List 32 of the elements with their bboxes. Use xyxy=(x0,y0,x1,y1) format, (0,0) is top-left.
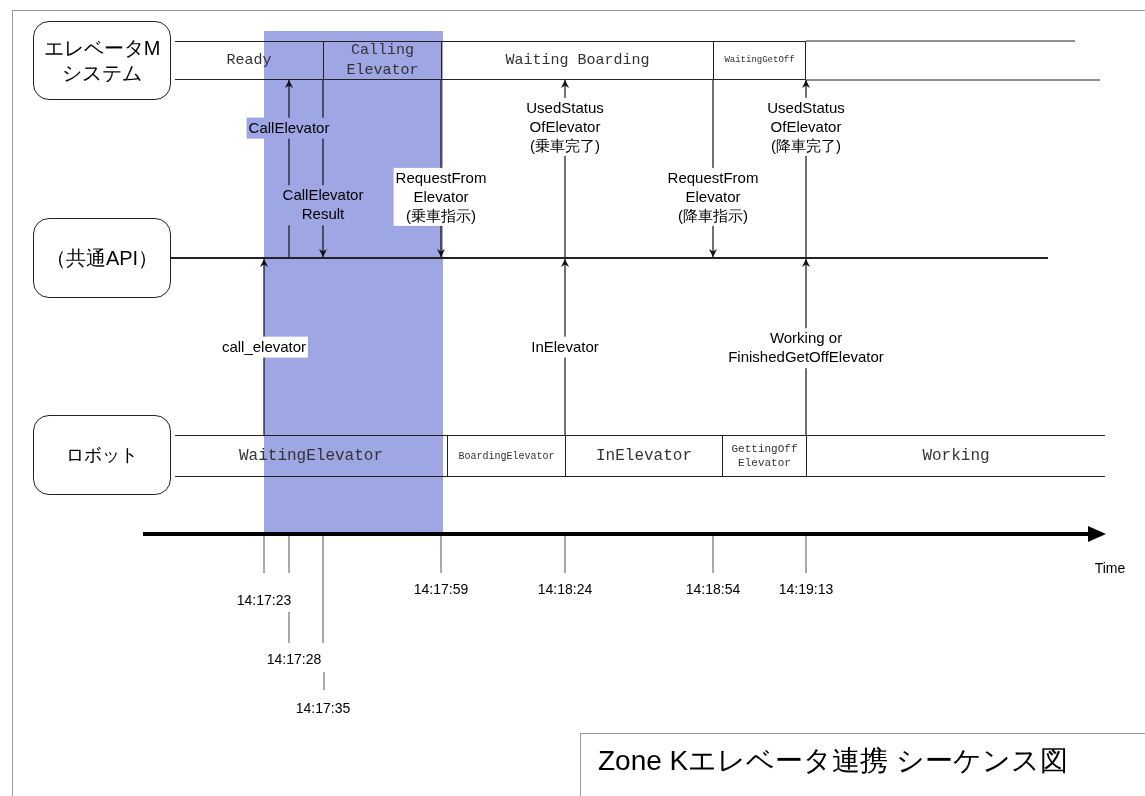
state-cell: Calling Elevator xyxy=(323,41,441,80)
arrow xyxy=(561,258,569,436)
state-cell: WaitingGetOff xyxy=(713,41,806,80)
edge-label: Working or FinishedGetOffElevator xyxy=(726,328,886,368)
state-cell: BoardingElevator xyxy=(447,435,565,477)
state-cell: Working xyxy=(806,435,1105,477)
state-cell: Waiting Boarding xyxy=(441,41,713,80)
edge-label: UsedStatus OfElevator (乗車完了) xyxy=(524,97,606,157)
edge-label: CallElevator Result xyxy=(280,185,366,225)
state-cell: GettingOff Elevator xyxy=(722,435,806,477)
timestamp: 14:17:28 xyxy=(266,651,322,667)
axis-label: Time xyxy=(1094,560,1126,576)
edge-label: RequestFrom Elevator (乗車指示) xyxy=(393,167,489,227)
timestamp: 14:17:35 xyxy=(295,700,351,716)
edge-label: InElevator xyxy=(529,336,601,358)
participant-box: （共通API） xyxy=(33,218,171,298)
timestamp: 14:18:54 xyxy=(685,581,741,597)
arrow xyxy=(260,258,268,436)
title: Zone Kエレベータ連携 シーケンス図 xyxy=(580,733,1145,796)
timestamp: 14:17:59 xyxy=(413,581,469,597)
participant-box: ロボット xyxy=(33,415,171,495)
edge-label: CallElevator xyxy=(246,117,332,139)
edge-label: call_elevator xyxy=(219,336,309,358)
timestamp: 14:19:13 xyxy=(778,581,834,597)
state-cell: InElevator xyxy=(565,435,722,477)
participant-box: エレベータMシステム xyxy=(33,21,171,100)
lifeline xyxy=(171,257,1048,259)
edge-label: RequestFrom Elevator (降車指示) xyxy=(665,167,761,227)
state-cell: Ready xyxy=(175,41,323,80)
timestamp: 14:18:24 xyxy=(537,581,593,597)
timestamp: 14:17:23 xyxy=(236,592,292,608)
edge-label: UsedStatus OfElevator (降車完了) xyxy=(765,97,847,157)
